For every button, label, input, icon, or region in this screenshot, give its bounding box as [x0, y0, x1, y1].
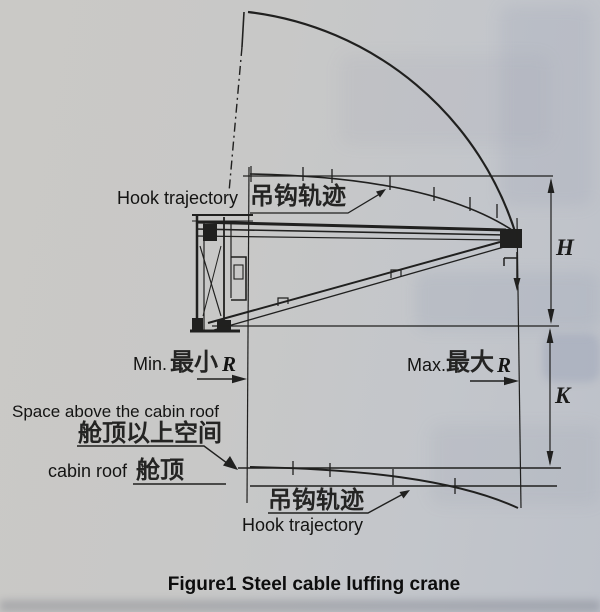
lower-hook-trajectory-curve — [249, 466, 519, 509]
upper-hook-trajectory-line — [249, 173, 513, 231]
space-leader-arrowhead — [223, 456, 238, 470]
figure-caption: Figure1 Steel cable luffing crane — [167, 574, 461, 595]
hoist-rope-dashdot — [228, 46, 243, 193]
space-leader-line — [77, 445, 232, 467]
min-radius-label-zh: 最小 — [170, 349, 218, 376]
space-above-cabin-roof-label-en: Space above the cabin roof — [12, 402, 219, 421]
max-radius-symbol: R — [497, 353, 512, 377]
min-radius-arrowhead — [232, 374, 247, 384]
cabin-roof-label-en: cabin roof — [48, 461, 128, 481]
space-above-cabin-roof-label-zh: 舱顶以上空间 — [78, 420, 222, 447]
jib-mid-chord — [195, 228, 507, 236]
max-radius-extension-line — [516, 217, 522, 509]
lower-trajectory-label-leader — [268, 492, 406, 514]
mast-bracket-inner — [233, 264, 244, 280]
hoist-rope-line — [241, 11, 245, 48]
diagonal-tab — [390, 269, 402, 278]
hook-mark — [503, 257, 517, 266]
cabin-roof-label-zh: 舱顶 — [136, 457, 184, 484]
mast-brace — [199, 245, 222, 317]
diagonal-tab — [277, 297, 289, 306]
dimension-k-arrow-top — [546, 328, 554, 343]
jib-bottom-chord — [195, 235, 503, 241]
upper-trajectory-label-leader — [250, 191, 384, 214]
min-radius-label-en: Min. — [133, 354, 168, 374]
dimension-h-label: H — [556, 235, 574, 260]
sheave-block — [203, 224, 217, 241]
jib-tip-block — [500, 229, 522, 248]
dimension-k-label: K — [555, 383, 571, 408]
leader-arrowhead — [376, 189, 386, 198]
lower-trajectory-ticks — [292, 461, 456, 494]
mast-bracket — [231, 256, 247, 301]
luffing-arc — [247, 10, 519, 239]
hook-trajectory-top-label-en: Hook trajectory — [117, 188, 239, 208]
max-radius-label-zh: 最大 — [446, 349, 494, 376]
jib-diagonal-tie-2 — [213, 246, 505, 331]
dimension-k-arrow-bottom — [546, 451, 554, 466]
crane-drawing — [190, 214, 522, 333]
hook-trajectory-bottom-label-zh: 吊钩轨迹 — [268, 487, 364, 514]
dimension-h-arrow-bottom — [547, 309, 555, 324]
min-radius-symbol: R — [222, 352, 237, 376]
dimension-h-arrow-top — [547, 178, 555, 193]
jib-top-chord — [195, 220, 507, 232]
jib-diagonal-tie — [207, 241, 501, 324]
upper-trajectory-ticks — [302, 167, 498, 218]
leader-arrowhead — [399, 490, 410, 499]
base-block — [192, 318, 203, 331]
hook-trajectory-top-label-zh: 吊钩轨迹 — [250, 183, 346, 210]
hook-trajectory-bottom-label-en: Hook trajectory — [242, 515, 364, 535]
min-radius-extension-line — [246, 166, 250, 504]
hook-drop-arrowhead — [513, 278, 521, 291]
mast-brace — [202, 245, 222, 317]
max-radius-label-en: Max. — [407, 355, 447, 375]
max-radius-arrowhead — [504, 376, 519, 386]
